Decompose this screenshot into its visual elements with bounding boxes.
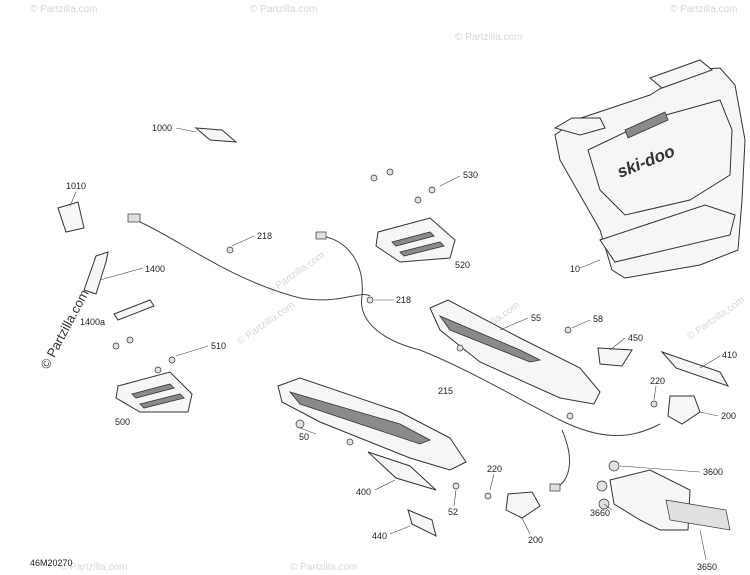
watermark: © Partzilla.com [250, 4, 317, 15]
part-520-bracket [370, 168, 456, 263]
watermark: © Partzilla.com [60, 562, 127, 573]
part-200-light-left [484, 491, 541, 519]
callout-label: 510 [211, 341, 226, 351]
watermark: © Partzilla.com [455, 32, 522, 43]
callout-label: 530 [463, 170, 478, 180]
wiring-harness [127, 213, 661, 492]
callout-label: 200 [528, 535, 543, 545]
callout-label: 52 [448, 507, 458, 517]
callout-label: 50 [299, 432, 309, 442]
part-1010-decal [57, 201, 85, 233]
part-50-side-panel [277, 377, 467, 471]
part-10-rear-panel: ski-doo [553, 59, 746, 279]
watermark: © Partzilla.com [235, 300, 297, 348]
diagram-code: 46M20270 [30, 558, 73, 568]
callout-labels: 1000 1010 1400 1400a 10 530 520 218 218 … [66, 123, 737, 572]
callout-label: 500 [115, 417, 130, 427]
part-200-light-right [650, 395, 701, 425]
callout-label: 220 [487, 464, 502, 474]
callout-label: 58 [593, 314, 603, 324]
callout-label: 200 [721, 411, 736, 421]
part-1400-hook [83, 251, 155, 321]
side-watermark: © Partzilla.com [37, 287, 91, 371]
callout-label: 1400 [145, 264, 165, 274]
part-55-side-panel [429, 299, 601, 405]
callout-label: 3650 [697, 562, 717, 572]
part-500-bracket [112, 336, 193, 413]
callout-label: 3600 [703, 467, 723, 477]
callout-label: 440 [372, 531, 387, 541]
callout-label: 55 [531, 313, 541, 323]
callout-label: 1400a [80, 317, 105, 327]
watermark: © Partzilla.com [670, 4, 737, 15]
watermark: © Partzilla.com [30, 4, 97, 15]
part-440-decal [407, 509, 437, 537]
leader-lines [69, 127, 721, 561]
part-1000-decal [194, 127, 238, 143]
callout-label: 10 [570, 264, 580, 274]
part-450-decal [597, 347, 633, 367]
callout-label: 218 [257, 231, 272, 241]
callout-label: 215 [438, 386, 453, 396]
callout-label: 3660 [590, 508, 610, 518]
callout-label: 220 [650, 376, 665, 386]
callout-label: 400 [356, 487, 371, 497]
callout-label: 520 [455, 260, 470, 270]
part-410-decal [660, 350, 730, 387]
watermark: © Partzilla.com [685, 295, 747, 343]
watermark: © Partzilla.com [290, 562, 357, 573]
callout-label: 410 [722, 350, 737, 360]
callout-label: 1000 [152, 123, 172, 133]
callout-label: 450 [628, 333, 643, 343]
part-3600-hitch [596, 460, 731, 531]
callout-label: 1010 [66, 181, 86, 191]
part-400-decal [367, 451, 437, 491]
callout-label: 218 [396, 295, 411, 305]
